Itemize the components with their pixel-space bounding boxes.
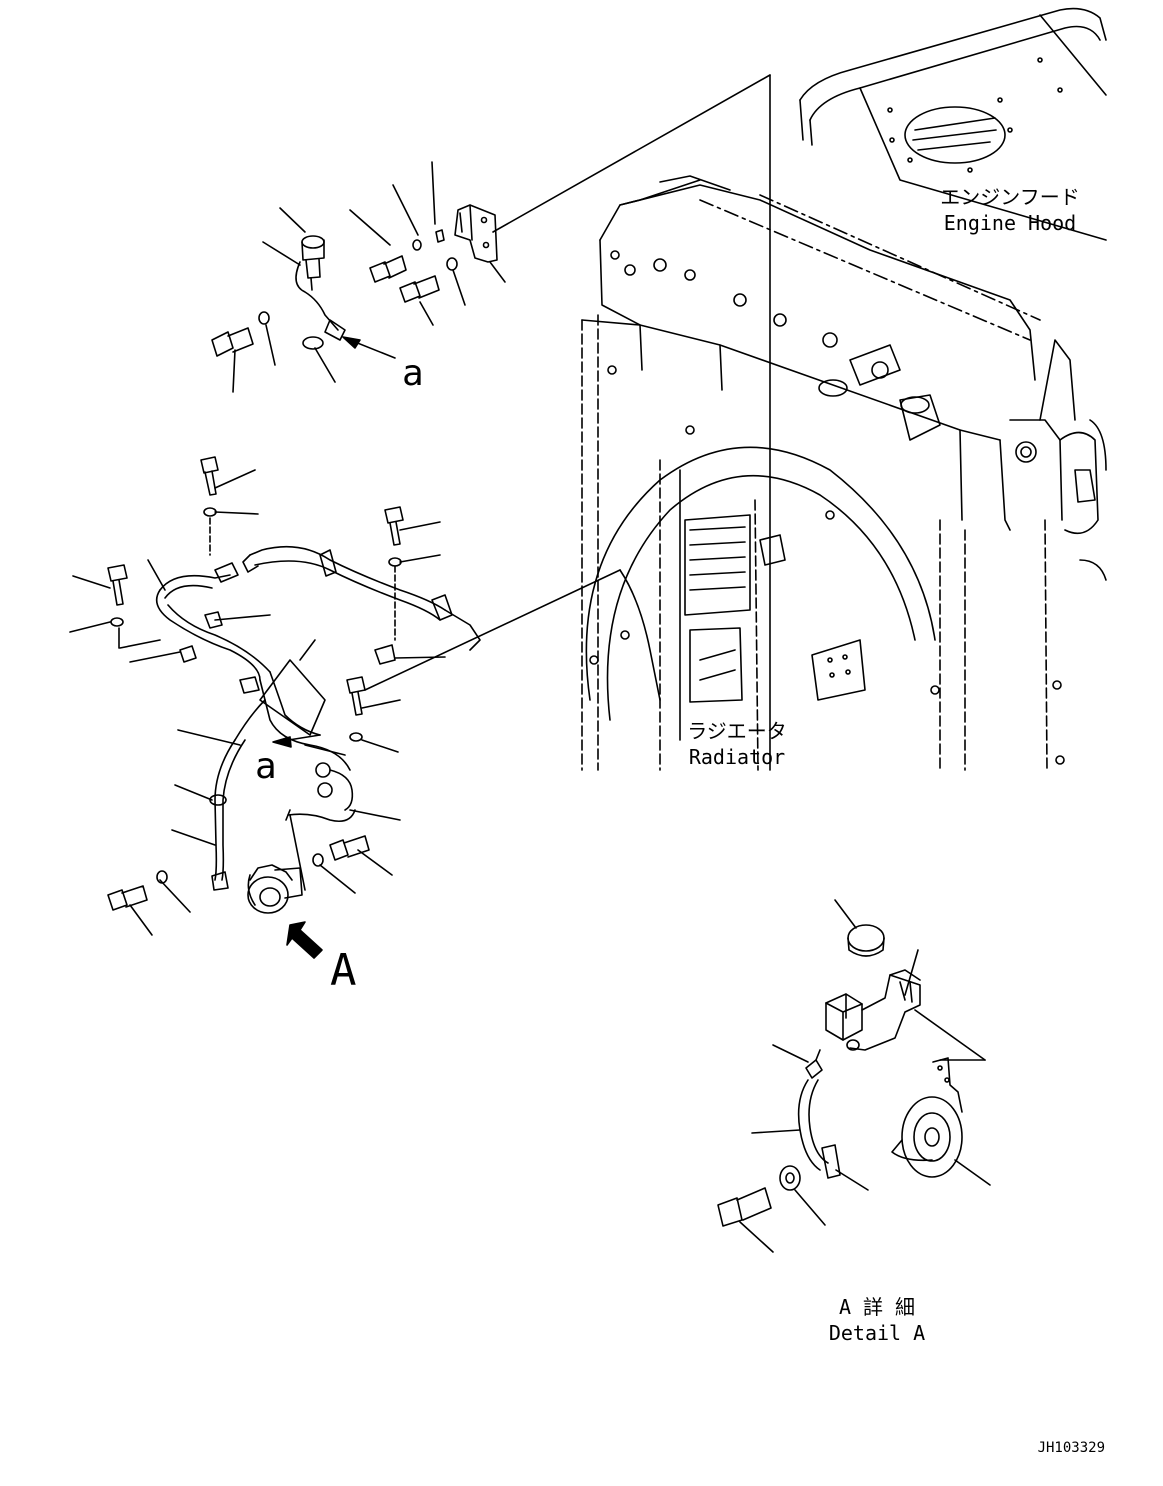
detail-a-drawing	[717, 899, 991, 1253]
lower-harness-cluster	[69, 456, 481, 959]
ref-a-upper-label: a	[402, 353, 424, 394]
engine-hood-outline	[799, 7, 1107, 241]
ref-a-lower-label: a	[255, 746, 277, 787]
view-a-label: A	[330, 945, 357, 996]
annotation-labels: エンジンフード Engine Hood ラジエータ Radiator a a A…	[255, 185, 1105, 1456]
leader-line-lower	[364, 569, 621, 691]
engine-hood-label-ja: エンジンフード	[940, 185, 1079, 209]
leader-line-upper	[492, 74, 771, 233]
detail-a-label-en: Detail A	[829, 1321, 925, 1345]
radiator-label-ja: ラジエータ	[687, 719, 787, 743]
radiator-assembly	[581, 74, 1107, 771]
radiator-label-en: Radiator	[689, 745, 785, 769]
detail-a-label-ja: A 詳 細	[839, 1295, 915, 1319]
upper-sensor-cluster	[211, 161, 506, 393]
drawing-id-label: JH103329	[1038, 1440, 1105, 1456]
engine-hood-label-en: Engine Hood	[944, 211, 1076, 235]
